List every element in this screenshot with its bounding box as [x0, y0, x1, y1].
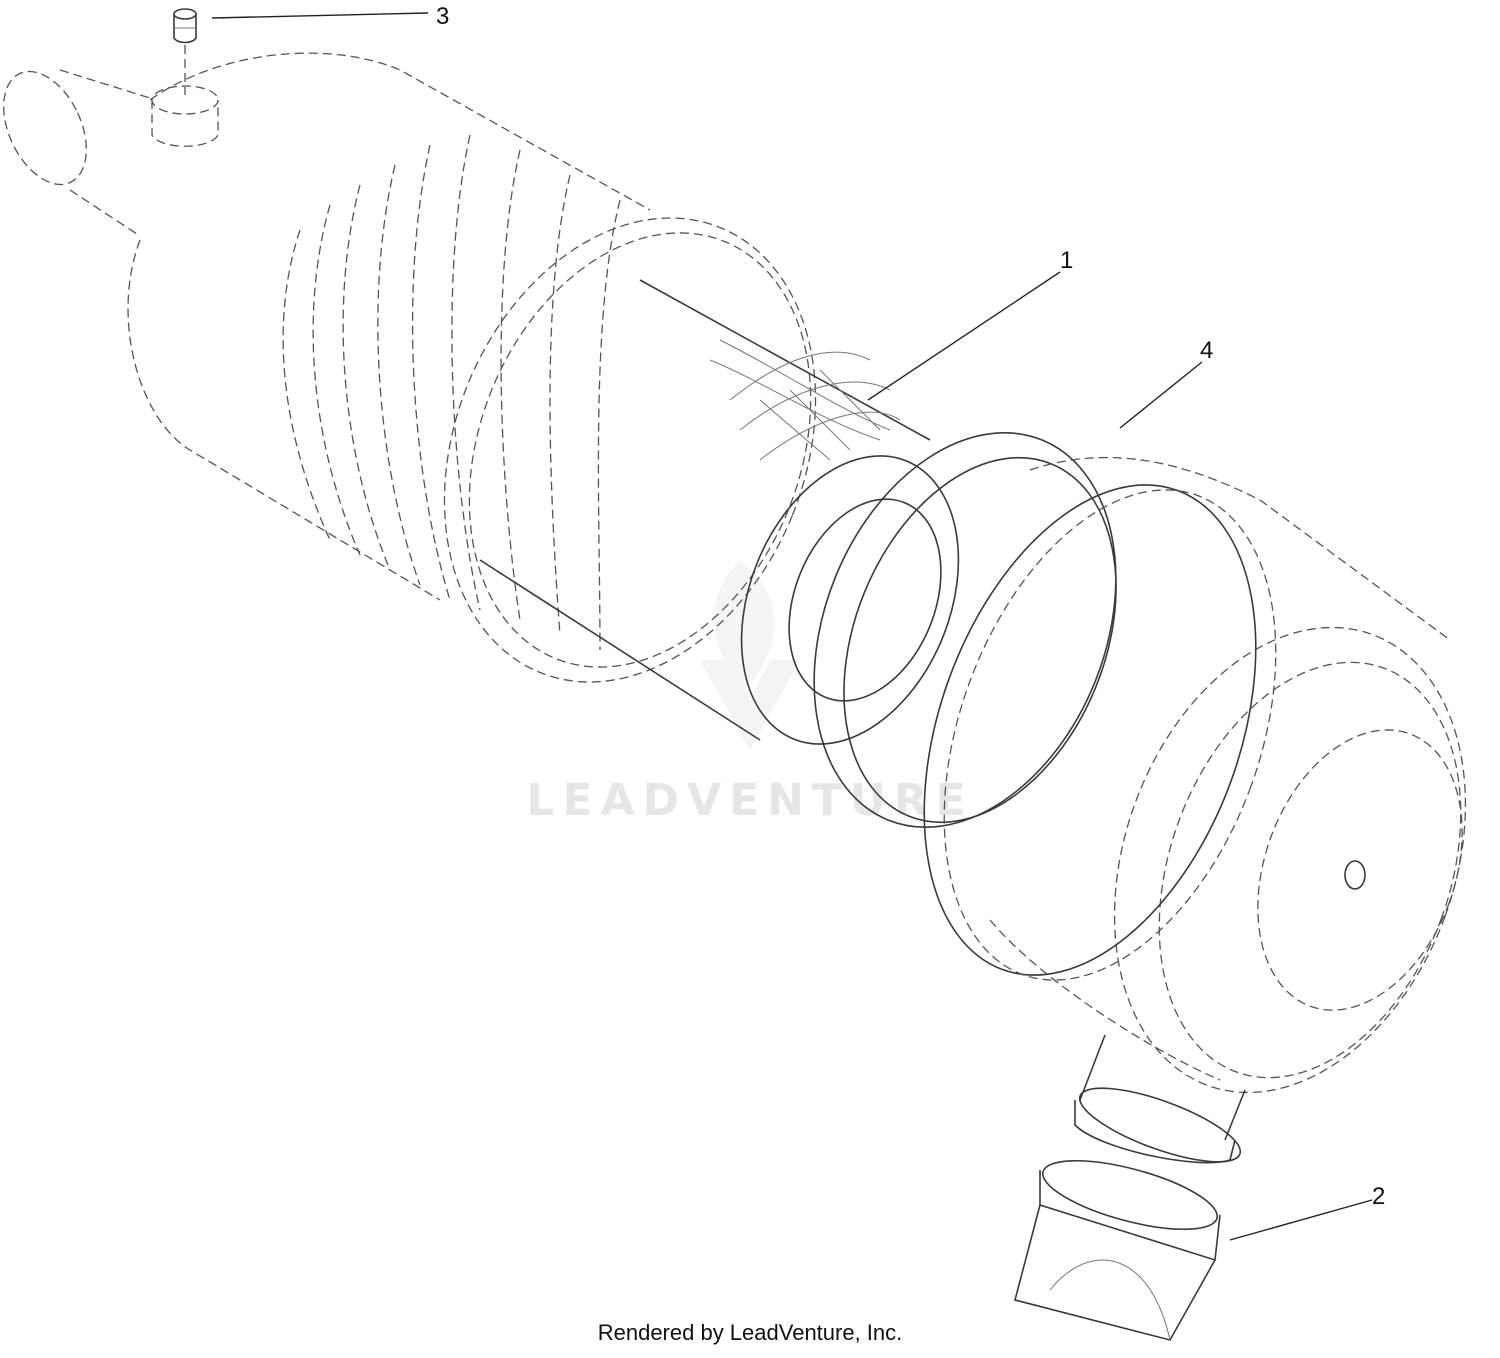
vacuator-valve [1014, 1159, 1221, 1341]
callout-2[interactable]: 2 [1372, 1183, 1385, 1210]
leader-line-1 [867, 271, 1061, 401]
filter-mesh [709, 339, 901, 461]
callout-1[interactable]: 1 [1060, 247, 1073, 274]
filter-element [479, 279, 960, 745]
air-cleaner-cover [923, 456, 1467, 1164]
leader-line-4 [1119, 361, 1203, 429]
leader-line-2 [1229, 1199, 1373, 1241]
callout-3[interactable]: 3 [436, 3, 449, 30]
watermark-text: LEADVENTURE [526, 775, 973, 826]
footer-credit: Rendered by LeadVenture, Inc. [597, 1320, 903, 1345]
callout-4[interactable]: 4 [1200, 337, 1213, 364]
watermark-logo-icon [700, 560, 800, 750]
fitting-plug [173, 8, 197, 95]
thread-rings [282, 134, 621, 651]
leader-line-3 [211, 12, 429, 19]
